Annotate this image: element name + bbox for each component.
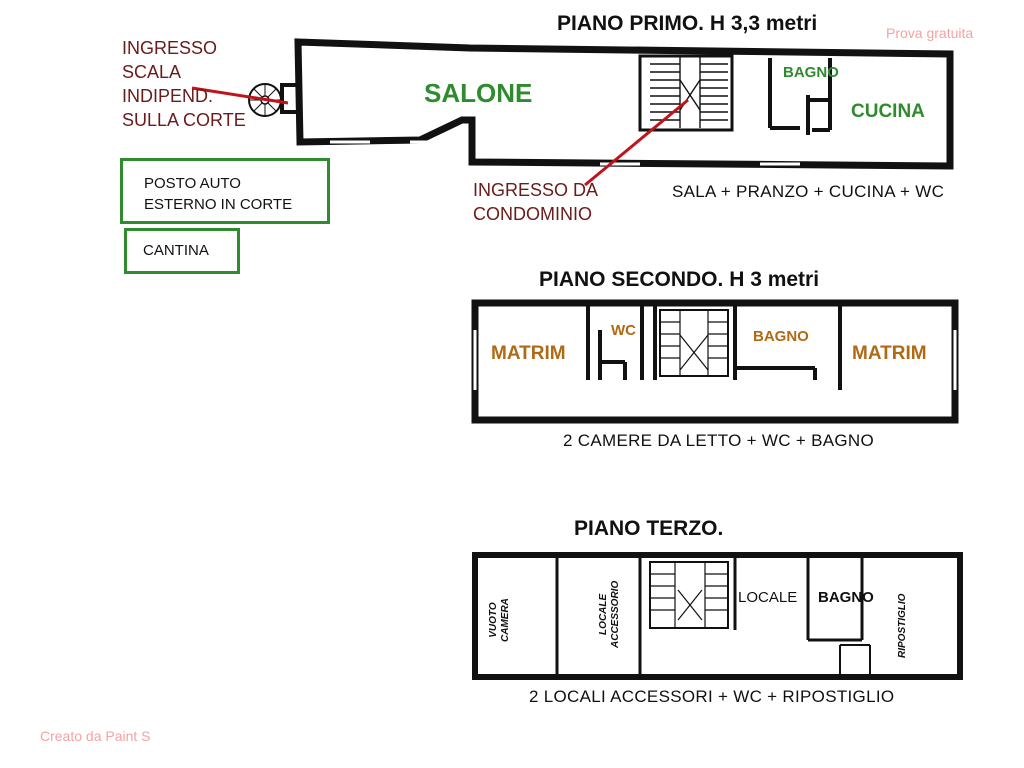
- entrance-stair-pointer: [191, 86, 289, 105]
- room-salone: SALONE: [424, 78, 533, 108]
- watermark-bottom: Creato da Paint S: [40, 728, 151, 744]
- room-wc: WC: [611, 322, 636, 339]
- room-bagno-floor2: BAGNO: [753, 328, 809, 345]
- floor1-plan: [248, 38, 954, 170]
- entrance-condo-label: INGRESSO DA CONDOMINIO: [473, 180, 599, 224]
- room-ripostiglio: RIPOSTIGLIO: [897, 593, 908, 658]
- cellar-box: CANTINA: [124, 228, 240, 274]
- floor3-title: PIANO TERZO.: [574, 517, 724, 540]
- floor1-caption: SALA + PRANZO + CUCINA + WC: [672, 182, 945, 201]
- room-locale: LOCALE: [738, 589, 798, 606]
- room-bagno-floor3: BAGNO: [818, 589, 874, 606]
- watermark-top: Prova gratuita: [886, 25, 974, 41]
- room-matrim-left: MATRIM: [491, 343, 566, 364]
- floor2-plan: [471, 299, 959, 424]
- floor2-caption: 2 CAMERE DA LETTO + WC + BAGNO: [563, 431, 874, 450]
- entrance-stair-label: INGRESSO SCALA INDIPEND. SULLA CORTE: [122, 38, 246, 130]
- room-cucina: CUCINA: [851, 101, 925, 122]
- floor1-title: PIANO PRIMO. H 3,3 metri: [557, 12, 818, 35]
- parking-box: POSTO AUTO ESTERNO IN CORTE: [120, 158, 330, 224]
- floor3-plan: [472, 552, 963, 680]
- entrance-condo-pointer: [584, 98, 689, 187]
- room-bagno-floor1: BAGNO: [783, 64, 839, 81]
- floor3-caption: 2 LOCALI ACCESSORI + WC + RIPOSTIGLIO: [529, 687, 895, 706]
- room-locale-accessorio: LOCALE ACCESSORIO: [598, 580, 621, 648]
- floor2-title: PIANO SECONDO. H 3 metri: [539, 268, 820, 291]
- room-matrim-right: MATRIM: [852, 343, 927, 364]
- room-vuoto-camera: VUOTO CAMERA: [488, 598, 511, 642]
